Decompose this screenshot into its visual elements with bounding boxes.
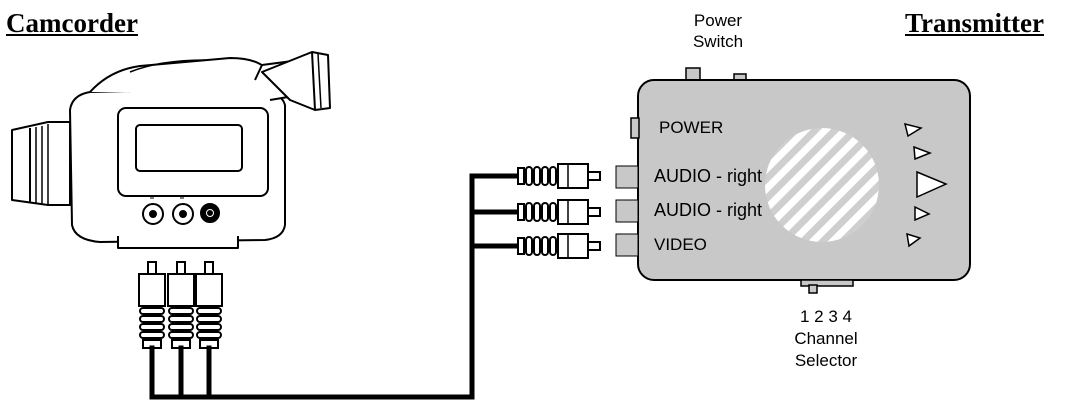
channel-numbers: 1 2 3 4 bbox=[800, 307, 852, 326]
cable-1 bbox=[149, 173, 521, 400]
arrow-4 bbox=[914, 205, 931, 222]
arrow-5 bbox=[906, 232, 922, 248]
speaker-grille bbox=[765, 128, 879, 242]
camcorder-illustration bbox=[11, 51, 331, 249]
rca-plug-transmitter-3 bbox=[517, 233, 601, 259]
channel-selector-label-line-2: Selector bbox=[794, 351, 858, 371]
camcorder-top bbox=[89, 57, 276, 93]
camcorder-title: Camcorder bbox=[6, 8, 138, 38]
power-switch-label-line-1: Power bbox=[693, 11, 743, 30]
rca-plug-camcorder-2 bbox=[167, 261, 195, 349]
camcorder-screen bbox=[135, 124, 243, 172]
power-indicator bbox=[630, 117, 640, 139]
port-label-audio-right-1: AUDIO - right bbox=[654, 166, 763, 186]
camcorder-rca-plugs bbox=[138, 261, 223, 349]
power-label: POWER bbox=[659, 118, 724, 137]
port-label-audio-right-2: AUDIO - right bbox=[654, 200, 763, 220]
rca-plug-camcorder-1 bbox=[138, 261, 166, 349]
jack-audio-right-2 bbox=[615, 199, 639, 223]
camcorder-lens bbox=[11, 121, 71, 206]
power-switch-label: Power Switch bbox=[662, 10, 774, 53]
channel-selector-label-line-1: Channel bbox=[794, 329, 858, 349]
channel-selector bbox=[800, 279, 854, 287]
rca-plug-transmitter-1 bbox=[517, 163, 601, 189]
transmitter-illustration bbox=[615, 67, 971, 294]
rca-plug-transmitter-2 bbox=[517, 199, 601, 225]
rca-plug-camcorder-3 bbox=[195, 261, 223, 349]
transmitter-rca-plugs bbox=[517, 163, 601, 259]
power-switch-label-line-2: Switch bbox=[692, 32, 744, 52]
arrow-1 bbox=[903, 122, 923, 138]
jack-video bbox=[615, 233, 639, 257]
arrow-2 bbox=[913, 145, 933, 161]
port-label-video: VIDEO bbox=[654, 235, 707, 254]
signal-arrows bbox=[903, 122, 948, 248]
transmitter-title: Transmitter bbox=[905, 8, 1044, 38]
arrow-3 bbox=[916, 170, 948, 199]
channel-selector-label: 1 2 3 4 Channel Selector bbox=[770, 306, 882, 372]
av-cables bbox=[149, 173, 521, 400]
jack-audio-right-1 bbox=[615, 165, 639, 189]
